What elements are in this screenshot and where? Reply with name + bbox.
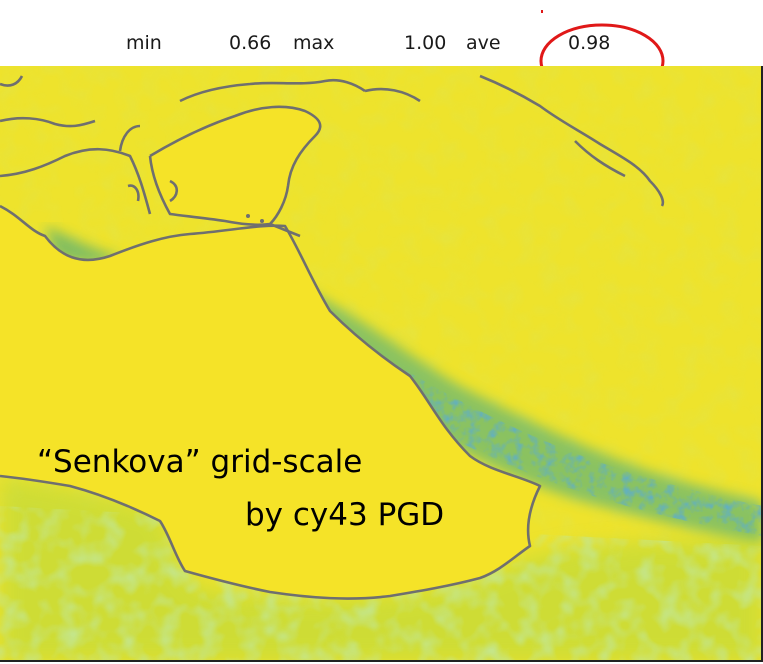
map-canvas [0,66,761,660]
ave-label: ave [466,32,501,54]
sea-of-azov [150,106,321,225]
coastlines [0,74,665,600]
min-label: min [126,32,162,54]
caucasus-texture [320,316,761,536]
statistics-header: min 0.66 max 1.00 ave 0.98 [0,0,763,64]
max-value: 1.00 [404,32,447,54]
min-value: 0.66 [229,32,272,54]
map-area [0,66,763,662]
annotation-line-1: “Senkova” grid-scale [37,444,363,480]
kerch-islands [246,214,264,223]
max-label: max [293,32,335,54]
ave-value: 0.98 [568,32,611,54]
black-sea [0,206,540,599]
annotation-line-2: by cy43 PGD [245,497,445,533]
